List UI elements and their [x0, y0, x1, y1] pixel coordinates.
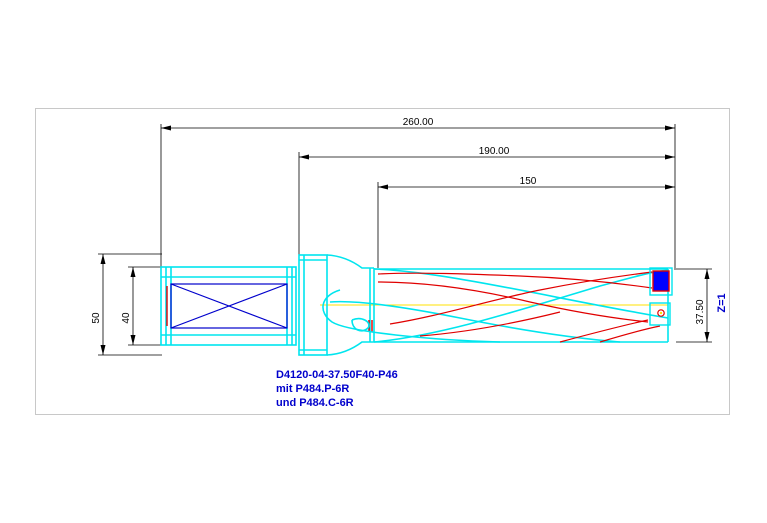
flute-lines: [377, 271, 661, 343]
dim-total-length: 260.00: [403, 117, 434, 128]
note-line-1: D4120-04-37.50F40-P46: [276, 369, 398, 381]
note-line-3: und P484.C-6R: [276, 397, 354, 409]
teeth-label: Z=1: [716, 293, 728, 312]
dim-drill-depth: 150: [520, 176, 537, 187]
dimension-arrows: [100, 125, 710, 355]
dimension-lines: [98, 124, 712, 356]
dim-drill-diameter: 37.50: [695, 299, 706, 324]
dim-body-length: 190.00: [479, 146, 510, 157]
drawing-frame: [35, 108, 730, 415]
dim-clamp-diameter: 40: [121, 312, 132, 324]
insert-peripheral: [649, 267, 673, 296]
dim-shank-diameter: 50: [91, 312, 102, 324]
designation-notes: D4120-04-37.50F40-P46 mit P484.P-6R und …: [276, 369, 398, 409]
insert-central: [649, 302, 671, 326]
clamping-flat: [170, 283, 288, 329]
shank: [160, 254, 375, 356]
note-line-2: mit P484.P-6R: [276, 383, 349, 395]
